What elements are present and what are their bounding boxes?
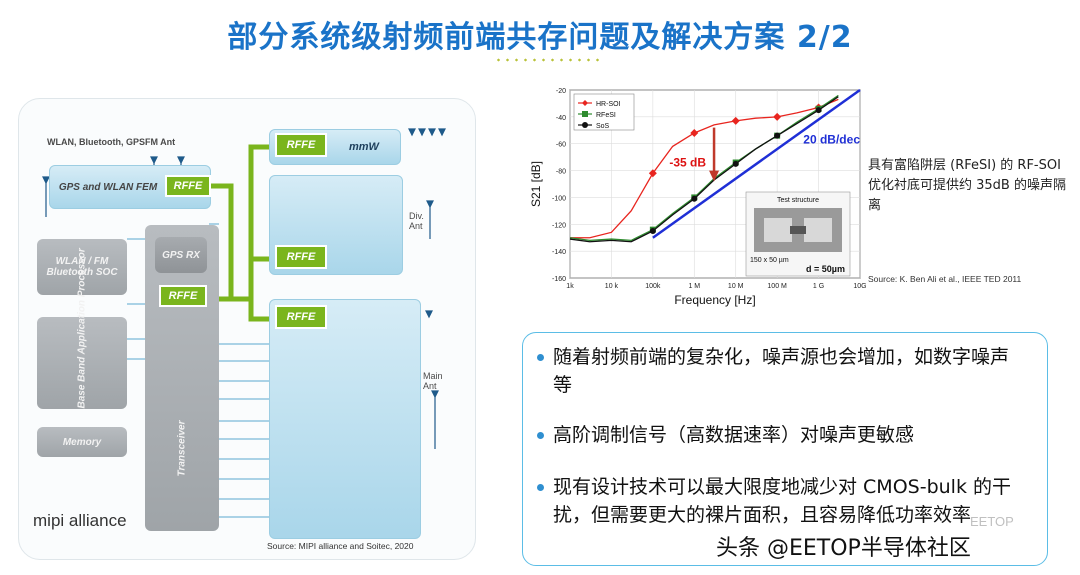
data-point xyxy=(648,169,657,178)
transceiver-block: Transceiver xyxy=(145,225,219,531)
bullet-item-1: 随着射频前端的复杂化，噪声源也会增加，如数字噪声等 xyxy=(537,343,1023,399)
x-tick-label: 1k xyxy=(566,283,574,290)
watermark: 头条 @EETOP半导体社区 xyxy=(716,536,971,561)
x-tick-label: 100 M xyxy=(767,283,787,290)
y-tick-label: -120 xyxy=(552,222,566,229)
x-tick-label: 10 M xyxy=(728,283,744,290)
series-line-sos xyxy=(569,96,839,243)
rffe-mmw: RFFE xyxy=(275,133,327,157)
data-point xyxy=(649,228,656,234)
data-point xyxy=(773,112,782,121)
inset-distance-label: d = 50µm xyxy=(806,264,845,274)
diversity-module xyxy=(269,175,403,275)
slope-reference-line xyxy=(652,88,861,239)
rffe-fem: RFFE xyxy=(165,175,211,197)
legend-marker xyxy=(582,111,588,117)
x-tick-label: 10 k xyxy=(605,283,619,290)
main-ant-label: Main Ant xyxy=(423,371,443,391)
transceiver-label: Transceiver xyxy=(176,420,188,476)
chart-source: Source: K. Ben Ali et al., IEEE TED 2011 xyxy=(868,274,1022,284)
x-tick-label: 10G xyxy=(853,283,866,290)
data-point xyxy=(731,116,740,125)
main-rf-module xyxy=(269,299,421,539)
legend-label: RFeSI xyxy=(596,112,616,119)
y-tick-label: -160 xyxy=(552,276,566,283)
x-tick-label: 1 M xyxy=(688,283,700,290)
rffe-main: RFFE xyxy=(275,305,327,329)
data-point xyxy=(815,107,822,114)
x-axis-label: Frequency [Hz] xyxy=(674,293,755,307)
x-tick-label: 1 G xyxy=(813,283,824,290)
inset-size-label: 150 x 50 µm xyxy=(750,257,789,264)
y-tick-label: -140 xyxy=(552,249,566,256)
top-antenna-label: WLAN, Bluetooth, GPSFM Ant xyxy=(47,137,176,147)
y-tick-label: -20 xyxy=(556,88,566,95)
diagram-source: Source: MIPI alliance and Soitec, 2020 xyxy=(267,541,414,551)
baseband-processor-block: Base Band Application Processor xyxy=(37,247,127,409)
wlan-bt-soc-block: WLAN / FM Bluetooth SOC xyxy=(37,239,127,295)
y-tick-label: -80 xyxy=(556,169,566,176)
bullet-item-3: 现有设计技术可以最大限度地减少对 CMOS-bulk 的干扰，但需要更大的裸片面… xyxy=(537,473,1023,529)
gps-rx-block: GPS RX xyxy=(155,237,207,273)
inset-gap xyxy=(790,226,806,234)
y-axis-label: S21 [dB] xyxy=(529,161,543,207)
rffe-diversity: RFFE xyxy=(275,245,327,269)
bullet-panel: 随着射频前端的复杂化，噪声源也会增加，如数字噪声等 高阶调制信号（高数据速率）对… xyxy=(522,332,1048,566)
div-ant-label: Div. Ant xyxy=(409,211,424,231)
rffe-transceiver: RFFE xyxy=(159,285,207,307)
y-tick-label: -60 xyxy=(556,142,566,149)
slide-title: 部分系统级射频前端共存问题及解决方案 2/2 xyxy=(227,20,853,55)
data-point xyxy=(691,195,698,202)
y-tick-label: -100 xyxy=(552,195,566,202)
watermark-logo: EETOP xyxy=(970,514,1014,529)
legend-marker xyxy=(582,100,588,106)
slope-annotation: 20 dB/dec xyxy=(803,133,860,147)
legend-label: SoS xyxy=(596,123,610,130)
data-point xyxy=(690,128,699,137)
x-tick-label: 100k xyxy=(645,283,661,290)
mipi-logo: mipi alliance xyxy=(33,511,127,530)
chart-side-note: 具有富陷阱层 (RFeSI) 的 RF-SOI 优化衬底可提供约 35dB 的噪… xyxy=(868,158,1066,213)
gps-wlan-fem-label: GPS and WLAN FEM xyxy=(58,181,158,193)
title-divider xyxy=(494,58,604,62)
delta-annotation: -35 dB xyxy=(669,156,706,170)
legend-label: HR-SOI xyxy=(596,101,621,108)
block-diagram: WLAN, Bluetooth, GPSFM Ant GPS and WLAN … xyxy=(18,98,476,560)
legend-marker xyxy=(582,122,588,128)
inset-pad-left xyxy=(764,218,792,242)
data-point xyxy=(732,160,739,167)
series-line-hr-soi xyxy=(570,98,839,239)
series-line-rfesi xyxy=(569,94,839,242)
bullet-item-2: 高阶调制信号（高数据速率）对噪声更敏感 xyxy=(537,421,1023,449)
y-tick-label: -40 xyxy=(556,115,566,122)
memory-block: Memory xyxy=(37,427,127,457)
data-point xyxy=(774,132,781,139)
baseband-processor-label: Base Band Application Processor xyxy=(76,247,88,408)
inset-pad-right xyxy=(804,218,832,242)
delta-arrowhead xyxy=(709,170,720,182)
mmw-label: mmW xyxy=(349,141,379,153)
inset-title: Test structure xyxy=(777,197,819,204)
